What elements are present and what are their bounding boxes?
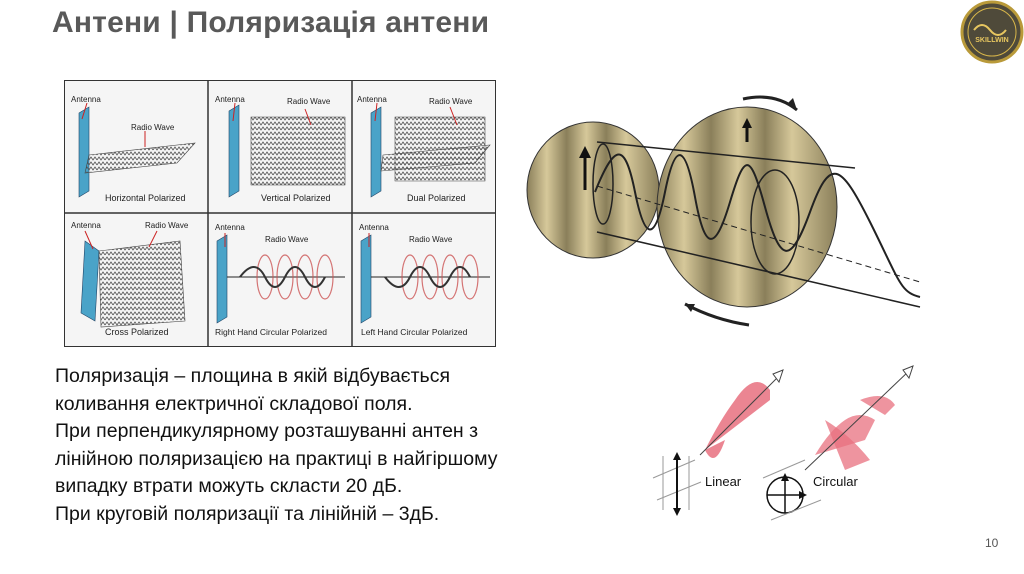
body-line-2: коливання електричної складової поля.: [55, 391, 615, 419]
cross-polarized-cell: [81, 231, 185, 327]
cell4-caption: Cross Polarized: [105, 327, 169, 337]
cell4-wave-label: Radio Wave: [145, 221, 188, 230]
cell1-wave-label: Radio Wave: [131, 123, 174, 132]
cell3-antenna-label: Antenna: [357, 95, 387, 104]
body-line-4: лінійною поляризацією на практиці в найг…: [55, 446, 615, 474]
cell5-wave-label: Radio Wave: [265, 235, 308, 244]
linear-label: Linear: [705, 474, 741, 489]
circular-label: Circular: [813, 474, 858, 489]
cell3-wave-label: Radio Wave: [429, 97, 472, 106]
body-line-6: При круговій поляризації та лінійній – 3…: [55, 501, 615, 529]
cell5-antenna-label: Antenna: [215, 223, 245, 232]
rhc-polarized-cell: [217, 233, 345, 323]
cell4-antenna-label: Antenna: [71, 221, 101, 230]
slide-title: Антени | Поляризація антени: [52, 6, 489, 40]
cell6-caption: Left Hand Circular Polarized: [361, 327, 467, 337]
linear-circular-diagram: Linear Circular: [645, 360, 925, 525]
body-line-1: Поляризація – площина в якій відбуваєтьс…: [55, 363, 615, 391]
polarization-types-grid: Antenna Radio Wave Horizontal Polarized …: [64, 80, 496, 347]
cell2-antenna-label: Antenna: [215, 95, 245, 104]
cell1-antenna-label: Antenna: [71, 95, 101, 104]
body-line-3: При перпендикулярному розташуванні антен…: [55, 418, 615, 446]
body-text: Поляризація – площина в якій відбуваєтьс…: [55, 363, 615, 528]
cell1-caption: Horizontal Polarized: [105, 193, 186, 203]
cell2-wave-label: Radio Wave: [287, 97, 330, 106]
body-line-5: випадку втрати можуть скласти 20 дБ.: [55, 473, 615, 501]
cell6-wave-label: Radio Wave: [409, 235, 452, 244]
linear-polarization-figure: [653, 370, 783, 516]
vertical-polarized-cell: [229, 103, 345, 197]
cell5-caption: Right Hand Circular Polarized: [215, 327, 327, 337]
logo-text: SKILLWIN: [975, 37, 1008, 44]
horizontal-polarized-cell: [79, 103, 195, 197]
skillwin-logo: SKILLWIN: [960, 0, 1024, 64]
circular-polarization-illustration: [525, 82, 925, 337]
cell3-caption: Dual Polarized: [407, 193, 466, 203]
circular-polarization-figure: [763, 366, 913, 520]
cell2-caption: Vertical Polarized: [261, 193, 331, 203]
dual-polarized-cell: [371, 103, 490, 197]
cell6-antenna-label: Antenna: [359, 223, 389, 232]
lhc-polarized-cell: [361, 233, 490, 323]
page-number: 10: [985, 536, 998, 550]
